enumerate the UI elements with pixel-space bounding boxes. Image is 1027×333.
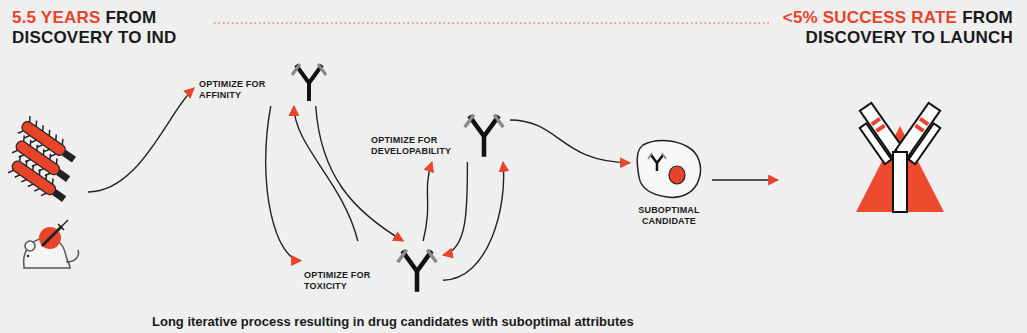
node-icon (289, 59, 329, 103)
antibody-step: OPTIMIZE FOR TOXICITY (301, 241, 443, 297)
iteration-arrow (443, 162, 504, 280)
iteration-arrow (316, 106, 404, 241)
antibody-icon (289, 59, 329, 103)
label-group: OPTIMIZE FOR DEVELOPABILITY (371, 135, 457, 157)
header-highlight: <5% SUCCESS RATE (783, 8, 957, 27)
step-label: OPTIMIZE FOR AFFINITY (199, 79, 285, 101)
header-text: FROM (105, 8, 156, 27)
node-icon (633, 137, 705, 201)
header-text: DISCOVERY TO IND (12, 28, 176, 48)
iteration-arrow (266, 106, 301, 261)
antibody-icon (461, 109, 507, 159)
mouse-icon (24, 220, 79, 268)
final-antibody-icon (852, 103, 949, 212)
cell-node: SUBOPTIMAL CANDIDATE (630, 134, 708, 230)
header-stat: <5% SUCCESS RATE FROMDISCOVERY TO LAUNCH (783, 8, 1013, 49)
start-arrow (88, 88, 194, 192)
iteration-arrow (443, 162, 467, 255)
node-icon (394, 244, 440, 294)
header-text: FROM (962, 8, 1013, 27)
label-group: OPTIMIZE FOR TOXICITY (304, 270, 390, 292)
launch-arrow (712, 179, 778, 180)
phage-group (7, 116, 80, 208)
header-stat: 5.5 YEARS FROMDISCOVERY TO IND (12, 8, 176, 49)
step-label: OPTIMIZE FOR DEVELOPABILITY (371, 135, 457, 157)
iteration-arrow (510, 120, 630, 163)
label-group: SUBOPTIMAL CANDIDATE (633, 205, 705, 227)
header-line: 5.5 YEARS FROM (12, 8, 176, 28)
step-label: SUBOPTIMAL CANDIDATE (633, 205, 705, 227)
caption: Long iterative process resulting in drug… (152, 314, 634, 329)
header-text: DISCOVERY TO LAUNCH (783, 28, 1013, 48)
antibody-icon (394, 244, 440, 294)
step-label: OPTIMIZE FOR TOXICITY (304, 270, 390, 292)
iteration-arrow (423, 162, 432, 241)
cell-icon (633, 137, 705, 201)
header-highlight: 5.5 YEARS (12, 8, 100, 27)
label-group: OPTIMIZE FOR AFFINITY (199, 79, 285, 101)
dotted-rule (214, 22, 770, 23)
antibody-step: OPTIMIZE FOR DEVELOPABILITY (368, 106, 510, 162)
header-line: <5% SUCCESS RATE FROM (783, 8, 1013, 28)
iteration-arrow (294, 106, 358, 241)
node-icon (461, 109, 507, 159)
antibody-step: OPTIMIZE FOR AFFINITY (196, 56, 332, 106)
